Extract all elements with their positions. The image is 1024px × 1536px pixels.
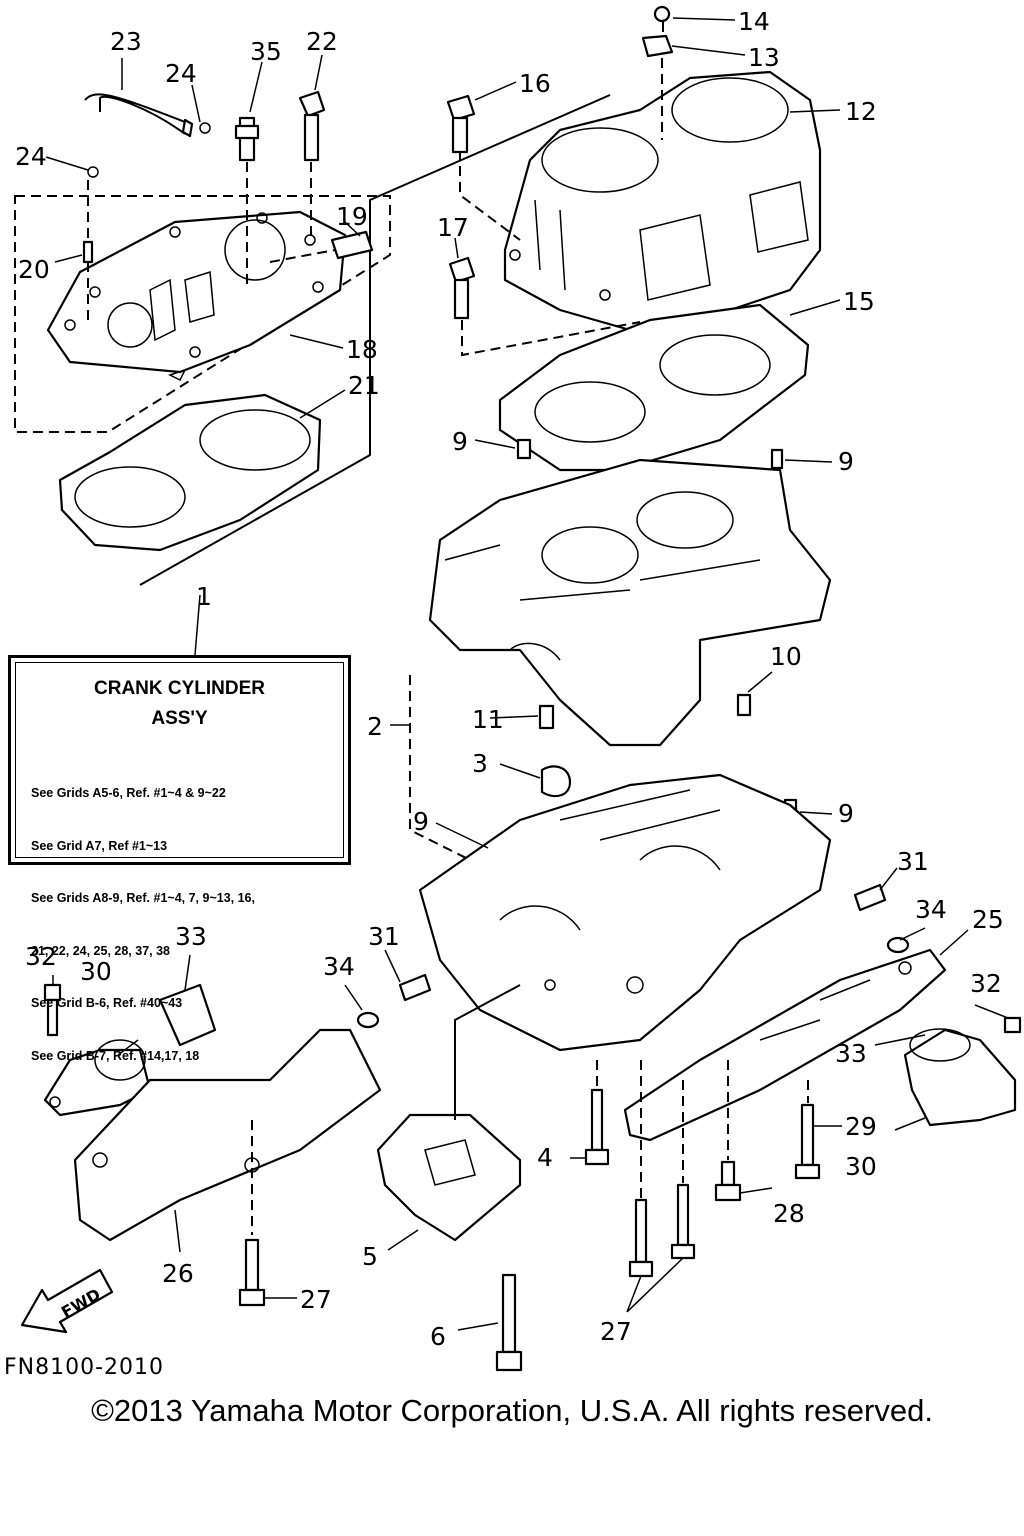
- right-engine-mount: [903, 1028, 1017, 1127]
- callout-30b: 30: [845, 1152, 877, 1181]
- callout-19: 19: [336, 202, 368, 231]
- callout-34b: 34: [915, 895, 947, 924]
- callout-12: 12: [845, 97, 877, 126]
- cylinder-base-gasket: [498, 303, 810, 472]
- callout-28: 28: [773, 1199, 805, 1228]
- bracket-and-bolt: [641, 5, 674, 140]
- callout-31a: 31: [368, 922, 400, 951]
- callout-29: 29: [845, 1112, 877, 1141]
- center-mount: [376, 984, 522, 1242]
- right-mount-bracket: [623, 948, 947, 1142]
- callout-32a: 32: [25, 942, 57, 971]
- washers: [356, 936, 910, 1029]
- callout-30a: 30: [80, 957, 112, 986]
- callout-24b: 24: [15, 142, 47, 171]
- reference-line: See Grid B-6, Ref. #40~43: [31, 996, 183, 1010]
- callout-18: 18: [346, 335, 378, 364]
- callout-6: 6: [430, 1322, 446, 1351]
- callout-13: 13: [748, 43, 780, 72]
- info-box-references: See Grids A5-6, Ref. #1~4 & 9~22 See Gri…: [31, 750, 255, 1100]
- info-box-subtitle: ASS'Y: [151, 708, 208, 729]
- callout-15: 15: [843, 287, 875, 316]
- callout-34a: 34: [323, 952, 355, 981]
- callout-4: 4: [537, 1143, 553, 1172]
- callout-27b: 27: [600, 1317, 632, 1346]
- cylinder-block: [459, 70, 822, 357]
- callout-14: 14: [738, 7, 770, 36]
- callout-25: 25: [972, 905, 1004, 934]
- callout-35: 35: [250, 37, 282, 66]
- callout-10: 10: [770, 642, 802, 671]
- left-mount-bracket: [73, 983, 382, 1242]
- head-cover-group: [14, 195, 391, 433]
- callout-1: 1: [196, 582, 212, 611]
- callout-3: 3: [472, 749, 488, 778]
- callout-16: 16: [519, 69, 551, 98]
- left-engine-mount: [43, 1039, 152, 1117]
- leader-lines: [45, 17, 1009, 1331]
- info-box-title: CRANK CYLINDER: [94, 678, 265, 699]
- hose-and-clips: [82, 93, 211, 322]
- reference-line: See Grids A8-9, Ref. #1~4, 7, 9~13, 16,: [31, 891, 255, 905]
- callout-23: 23: [110, 27, 142, 56]
- cylinder-bolts: [446, 94, 476, 320]
- callout-11: 11: [472, 705, 504, 734]
- callout-33a: 33: [175, 922, 207, 951]
- upper-crankcase: [409, 458, 832, 861]
- callout-33b: 33: [835, 1039, 867, 1068]
- lower-crankcase: [418, 773, 832, 1052]
- reference-line: See Grids A5-6, Ref. #1~4 & 9~22: [31, 786, 226, 800]
- head-gasket: [58, 94, 611, 586]
- reference-line: 21, 22, 24, 25, 28, 37, 38: [31, 943, 171, 958]
- callout-9a: 9: [452, 427, 468, 456]
- callout-17: 17: [437, 213, 469, 242]
- fittings: [234, 90, 374, 285]
- callout-26: 26: [162, 1259, 194, 1288]
- callout-9b: 9: [838, 447, 854, 476]
- copyright-notice: ©2013 Yamaha Motor Corporation, U.S.A. A…: [91, 1393, 933, 1428]
- reference-line: See Grid B-7, Ref. #14,17, 18: [31, 1048, 200, 1063]
- callout-27a: 27: [300, 1285, 332, 1314]
- callout-5: 5: [362, 1242, 378, 1271]
- callout-labels: 1 2 3 4 5 6 9 9 9 9 10 11 12 13 14 15 16…: [15, 7, 1004, 1351]
- callout-32b: 32: [970, 969, 1002, 998]
- diagram-code: FN8100-2010: [4, 1355, 165, 1380]
- fwd-arrow-icon: FWD: [20, 1268, 114, 1334]
- info-box-inner-border: [15, 662, 344, 858]
- callout-9c: 9: [413, 807, 429, 836]
- reference-line: See Grid A7, Ref #1~13: [31, 838, 168, 853]
- callout-20: 20: [18, 255, 50, 284]
- callout-24a: 24: [165, 59, 197, 88]
- crank-cylinder-info-box: CRANK CYLINDER ASS'Y See Grids A5-6, Ref…: [8, 655, 351, 1063]
- callout-9d: 9: [838, 799, 854, 828]
- callout-21: 21: [348, 371, 380, 400]
- callout-22: 22: [306, 27, 338, 56]
- callout-2: 2: [367, 712, 383, 741]
- callout-31b: 31: [897, 847, 929, 876]
- mounting-bolts: [43, 883, 1022, 1372]
